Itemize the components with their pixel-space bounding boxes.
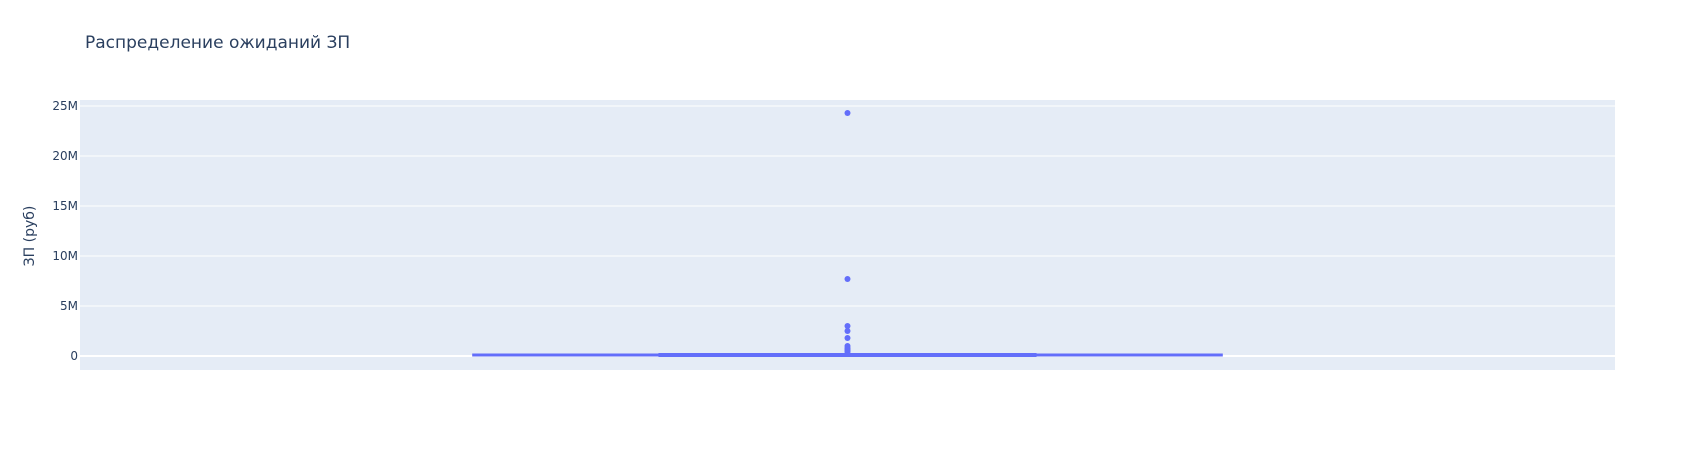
y-tick-label: 15M	[52, 199, 78, 213]
y-tick-label: 5M	[60, 299, 78, 313]
outlier-point[interactable]	[844, 349, 851, 355]
outlier-points[interactable]	[844, 110, 851, 355]
y-tick-label: 25M	[52, 99, 78, 113]
y-tick-label: 10M	[52, 249, 78, 263]
y-axis-ticks: 0 5M 10M 15M 20M 25M	[52, 99, 78, 363]
y-tick-label: 20M	[52, 149, 78, 163]
outlier-point[interactable]	[844, 328, 851, 334]
y-tick-label: 0	[70, 349, 78, 363]
outlier-point[interactable]	[844, 110, 851, 116]
outlier-point[interactable]	[844, 276, 851, 282]
outlier-point[interactable]	[844, 323, 851, 329]
chart-title: Распределение ожиданий ЗП	[85, 33, 351, 53]
outlier-point[interactable]	[844, 335, 851, 341]
